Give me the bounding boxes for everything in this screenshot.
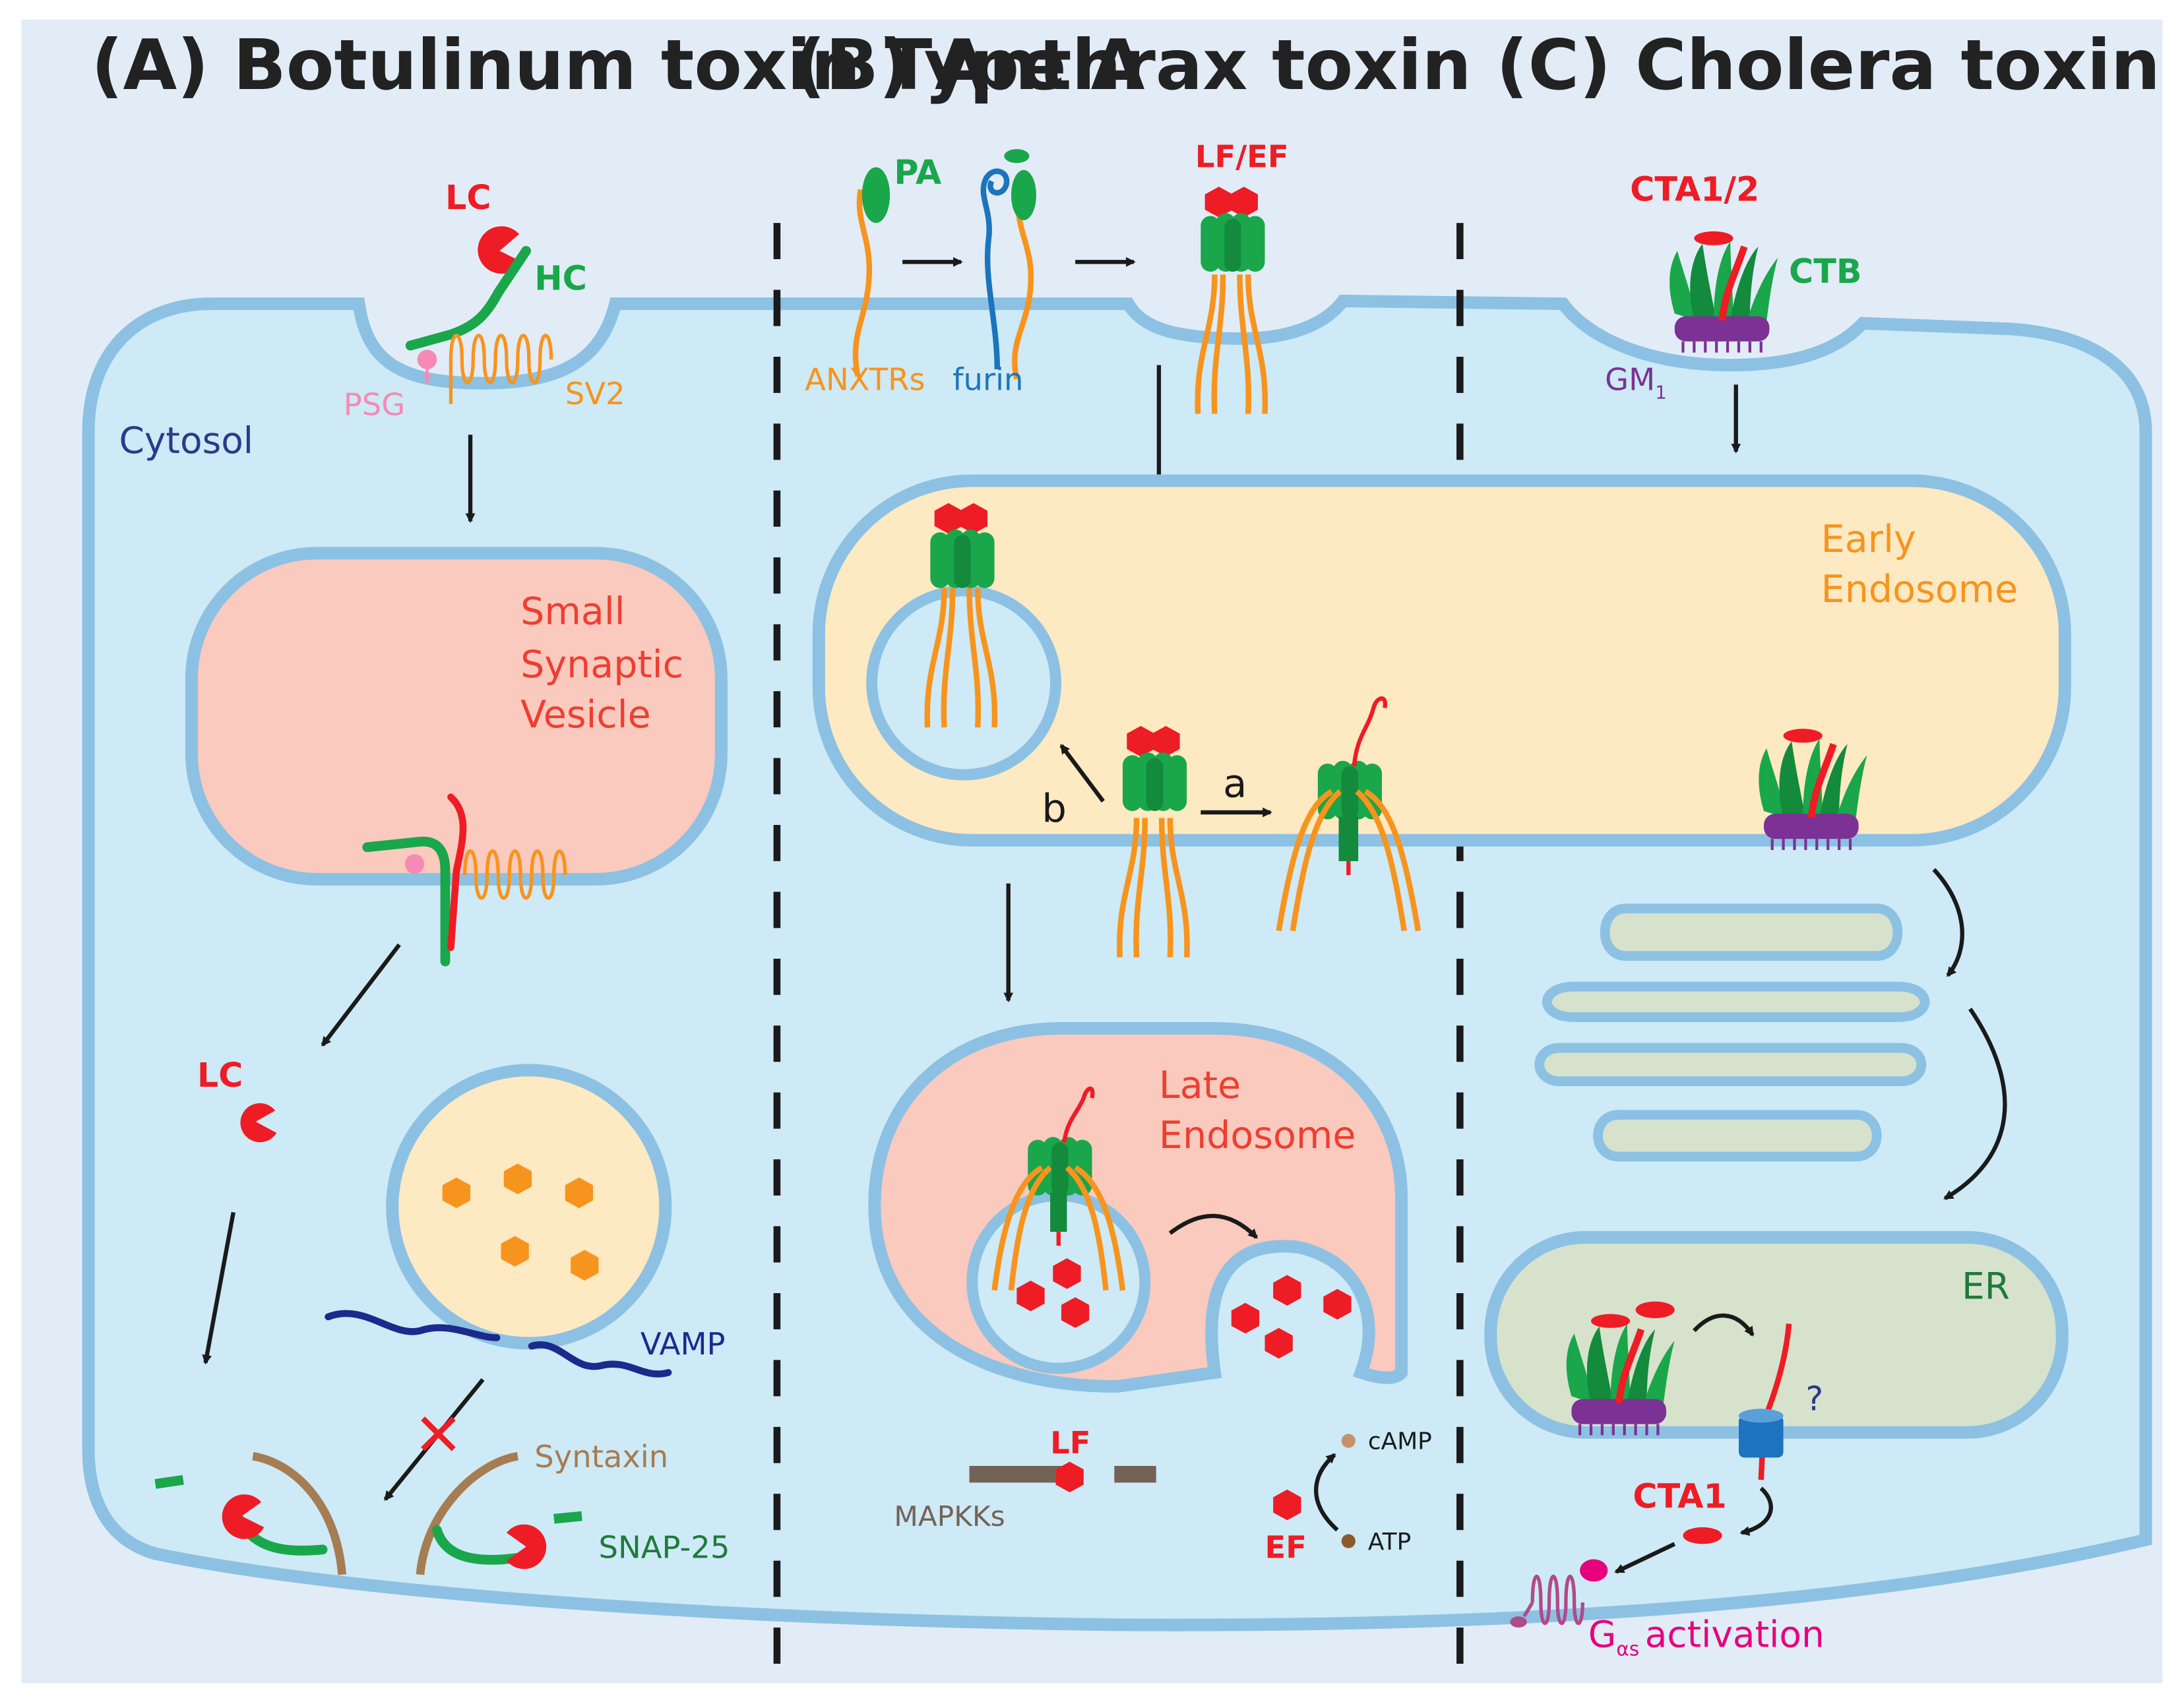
pa-fragment — [1004, 149, 1030, 164]
intraluminal-vesicle — [866, 585, 1062, 781]
arrow-cta1-down — [1739, 1486, 1773, 1536]
arrow-a-diag — [321, 943, 401, 1047]
cholera-toxin-er — [1567, 1314, 1675, 1436]
syntaxin-left — [252, 1451, 346, 1575]
hc-chain-vesicle — [362, 836, 451, 967]
sv2-receptor-vesicle — [462, 849, 567, 900]
anthrax-pore-late — [991, 1086, 1126, 1291]
syntaxin-right — [416, 1451, 519, 1575]
label-small-synaptic-vesicle: Small Synaptic Vesicle — [520, 590, 695, 737]
label-vamp: VAMP — [640, 1326, 726, 1362]
label-pa: PA — [894, 153, 941, 192]
synaptic-vesicle — [386, 1064, 672, 1350]
vamp-protein — [325, 1310, 672, 1378]
label-cta12: CTA1/2 — [1630, 169, 1759, 208]
label-lf: LF — [1050, 1425, 1090, 1461]
label-question: ? — [1805, 1379, 1823, 1418]
arrow-path-b — [1059, 744, 1105, 803]
snap25-right — [431, 1525, 523, 1565]
psg-marker-vesicle — [404, 854, 425, 874]
arrow-gas — [1614, 1542, 1676, 1574]
hc-chain-top — [405, 245, 531, 351]
translocon-channel — [1738, 1415, 1784, 1458]
arrow-cta1-channel — [1693, 1313, 1755, 1337]
label-sv2: SV2 — [565, 376, 625, 411]
label-ctb: CTB — [1789, 252, 1861, 291]
label-gm1: GM1 — [1605, 362, 1667, 404]
lc-pacman-top — [478, 226, 522, 274]
arrow-c-golgi — [1932, 868, 1964, 977]
camp-dot — [1341, 1434, 1356, 1448]
cholera-toxin-membrane — [1669, 231, 1778, 353]
label-furin: furin — [952, 362, 1023, 398]
label-psg: PSG — [344, 387, 406, 423]
arrow-a-down-2 — [202, 1211, 235, 1365]
gpcr-receptor — [1522, 1575, 1584, 1625]
label-ef: EF — [1265, 1529, 1307, 1565]
lc-chain-vesicle — [447, 793, 467, 952]
mapkk-left — [969, 1465, 1062, 1483]
label-hc: HC — [534, 259, 587, 298]
panel-title-c: (C) Cholera toxin — [1496, 24, 2160, 106]
lc-pacman-right — [506, 1524, 547, 1569]
gas-protein — [1580, 1559, 1608, 1582]
atp-dot — [1341, 1534, 1356, 1548]
label-er: ER — [1962, 1265, 2010, 1307]
pa-monomer-2 — [1011, 169, 1036, 220]
pa-monomer-1 — [861, 167, 890, 224]
label-syntaxin: Syntaxin — [534, 1439, 668, 1474]
anxtr-receptor-2 — [1012, 195, 1034, 380]
label-late-endosome: Late Endosome — [1159, 1064, 1356, 1157]
anxtr-receptor-1 — [852, 189, 873, 377]
block-mark — [421, 1416, 456, 1451]
label-mapkks: MAPKKs — [894, 1500, 1005, 1533]
snap25-fragment-left — [154, 1474, 184, 1489]
furin-protein — [980, 168, 1010, 369]
label-snap25: SNAP-25 — [598, 1529, 730, 1565]
label-cta1: CTA1 — [1633, 1476, 1726, 1515]
label-lf-ef: LF/EF — [1195, 139, 1289, 175]
lc-pacman-mid — [240, 1103, 277, 1143]
lc-pacman-left — [222, 1494, 265, 1539]
label-camp: cAMP — [1368, 1428, 1432, 1455]
snap25-fragment-right — [553, 1511, 582, 1524]
sv2-receptor-top — [449, 334, 553, 404]
panel-title-b: (B) Anthrax toxin — [794, 24, 1471, 106]
label-anxtrs: ANXTRs — [805, 362, 925, 398]
anthrax-pore — [1276, 696, 1421, 932]
label-path-a: a — [1223, 761, 1247, 806]
panel-title-a: (A) Botulinum toxin Type A — [91, 24, 1144, 106]
arrow-release — [1168, 1213, 1259, 1239]
arrow-c-er — [1943, 1008, 2007, 1201]
arrow-atp-camp — [1314, 1453, 1339, 1532]
golgi-apparatus — [1534, 903, 1930, 1162]
cta1-free-er — [1635, 1301, 1675, 1319]
psg-marker-top — [417, 349, 437, 369]
label-lc-mid: LC — [197, 1056, 243, 1095]
mapkk-right — [1114, 1465, 1156, 1483]
label-atp: ATP — [1368, 1529, 1411, 1556]
cholera-toxin-endosome — [1759, 729, 1867, 850]
label-cytosol: Cytosol — [119, 419, 254, 462]
label-lc-top: LC — [445, 178, 491, 217]
cta1-released — [1683, 1527, 1722, 1544]
label-early-endosome: Early Endosome — [1821, 518, 2018, 611]
label-path-b: b — [1042, 786, 1067, 832]
